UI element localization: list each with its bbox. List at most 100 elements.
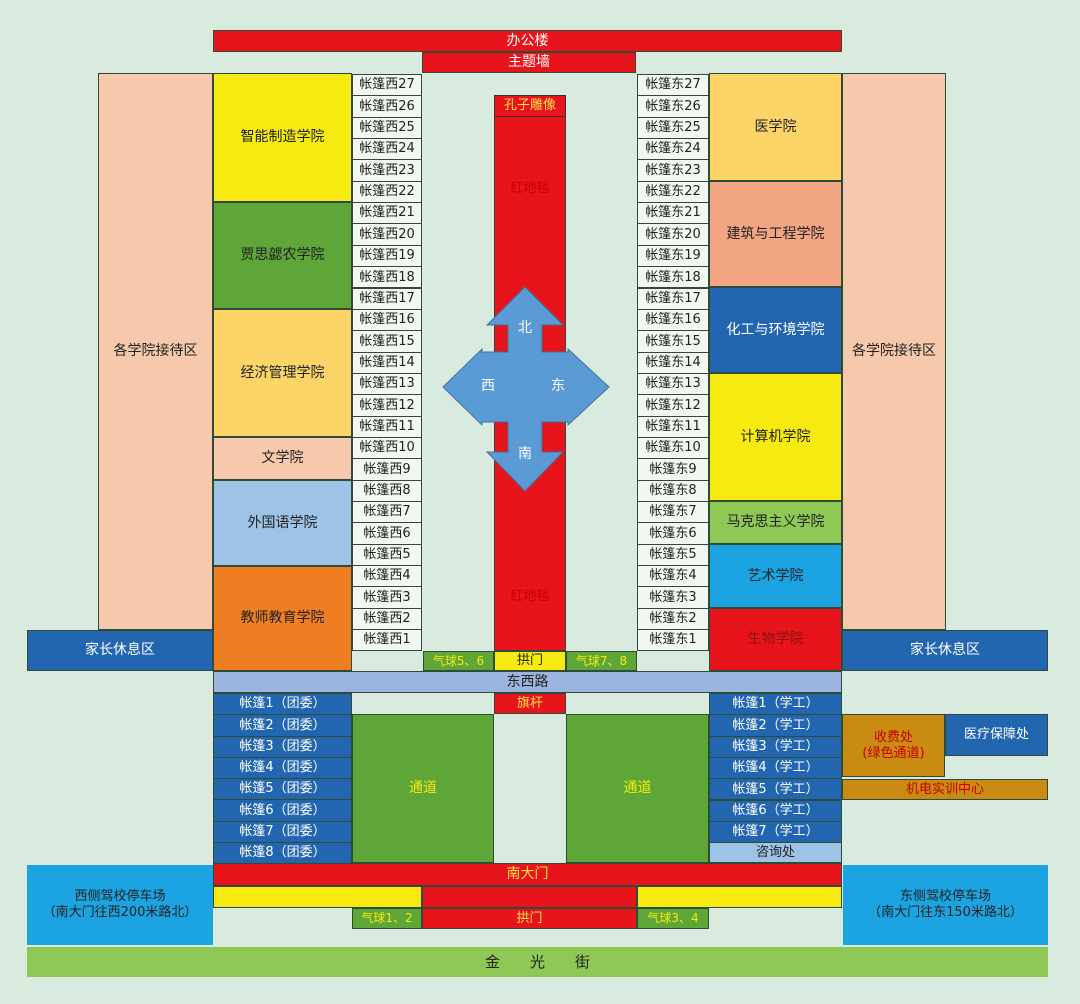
jinguang-street[interactable]: 金 光 街 <box>27 947 1048 977</box>
east-tent-13[interactable]: 帐篷东13 <box>637 372 709 396</box>
east-tent-16[interactable]: 帐篷东16 <box>637 308 709 332</box>
college-agriculture[interactable]: 贾思勰农学院 <box>213 202 352 309</box>
east-tent-7[interactable]: 帐篷东7 <box>637 501 709 524</box>
east-tent-23[interactable]: 帐篷东23 <box>637 159 709 182</box>
west-tent-13[interactable]: 帐篷西13 <box>352 372 422 396</box>
league-tent-6[interactable]: 帐篷6（团委） <box>213 799 352 822</box>
west-tent-10[interactable]: 帐篷西10 <box>352 436 422 460</box>
west-tent-8[interactable]: 帐篷西8 <box>352 479 422 502</box>
college-intelligent-manufacturing[interactable]: 智能制造学院 <box>213 73 352 202</box>
west-tent-19[interactable]: 帐篷西19 <box>352 244 422 268</box>
arch-lower[interactable]: 拱门 <box>422 908 637 929</box>
east-tent-17[interactable]: 帐篷东17 <box>637 287 709 310</box>
student-tent-2[interactable]: 帐篷2（学工） <box>709 714 842 737</box>
theme-wall[interactable]: 主题墙 <box>422 52 636 73</box>
east-tent-8[interactable]: 帐篷东8 <box>637 479 709 502</box>
student-tent-7[interactable]: 帐篷7（学工） <box>709 820 842 844</box>
confucius-statue[interactable]: 孔子雕像 <box>494 95 566 117</box>
east-tent-3[interactable]: 帐篷东3 <box>637 586 709 609</box>
west-tent-16[interactable]: 帐篷西16 <box>352 308 422 332</box>
west-tent-9[interactable]: 帐篷西9 <box>352 458 422 481</box>
college-foreign-languages[interactable]: 外国语学院 <box>213 480 352 566</box>
league-tent-7[interactable]: 帐篷7（团委） <box>213 820 352 843</box>
electromechanical-training-center[interactable]: 机电实训中心 <box>842 779 1048 800</box>
student-tent-6[interactable]: 帐篷6（学工） <box>709 799 842 822</box>
west-tent-23[interactable]: 帐篷西23 <box>352 159 422 182</box>
balloons-1-2[interactable]: 气球1、2 <box>352 908 422 929</box>
west-tent-12[interactable]: 帐篷西12 <box>352 394 422 417</box>
east-tent-27[interactable]: 帐篷东27 <box>637 74 709 97</box>
student-tent-5[interactable]: 帐篷5（学工） <box>709 778 842 801</box>
league-tent-5[interactable]: 帐篷5（团委） <box>213 778 352 801</box>
west-tent-2[interactable]: 帐篷西2 <box>352 607 422 631</box>
college-architecture-engineering[interactable]: 建筑与工程学院 <box>709 181 842 287</box>
west-tent-14[interactable]: 帐篷西14 <box>352 351 422 374</box>
league-tent-2[interactable]: 帐篷2（团委） <box>213 714 352 737</box>
east-tent-21[interactable]: 帐篷东21 <box>637 202 709 225</box>
east-tent-1[interactable]: 帐篷东1 <box>637 629 709 652</box>
college-medicine[interactable]: 医学院 <box>709 73 842 181</box>
west-tent-17[interactable]: 帐篷西17 <box>352 287 422 310</box>
east-tent-26[interactable]: 帐篷东26 <box>637 95 709 118</box>
west-tent-5[interactable]: 帐篷西5 <box>352 543 422 567</box>
college-biology[interactable]: 生物学院 <box>709 608 842 671</box>
east-tent-11[interactable]: 帐篷东11 <box>637 415 709 438</box>
east-tent-14[interactable]: 帐篷东14 <box>637 351 709 374</box>
south-gate[interactable]: 南大门 <box>213 863 842 886</box>
west-tent-1[interactable]: 帐篷西1 <box>352 629 422 652</box>
west-tent-27[interactable]: 帐篷西27 <box>352 74 422 97</box>
college-art[interactable]: 艺术学院 <box>709 544 842 608</box>
parent-rest-area-right[interactable]: 家长休息区 <box>842 630 1048 671</box>
west-tent-3[interactable]: 帐篷西3 <box>352 586 422 609</box>
west-tent-22[interactable]: 帐篷西22 <box>352 180 422 204</box>
east-tent-5[interactable]: 帐篷东5 <box>637 543 709 567</box>
reception-area-left[interactable]: 各学院接待区 <box>98 73 213 630</box>
west-tent-6[interactable]: 帐篷西6 <box>352 522 422 545</box>
medical-support[interactable]: 医疗保障处 <box>945 714 1048 756</box>
east-tent-25[interactable]: 帐篷东25 <box>637 116 709 140</box>
league-tent-8[interactable]: 帐篷8（团委） <box>213 841 352 864</box>
balloons-3-4[interactable]: 气球3、4 <box>637 908 709 929</box>
college-marxism[interactable]: 马克思主义学院 <box>709 501 842 544</box>
balloons-5-6[interactable]: 气球5、6 <box>423 651 494 671</box>
college-literature[interactable]: 文学院 <box>213 437 352 480</box>
east-tent-4[interactable]: 帐篷东4 <box>637 565 709 588</box>
west-tent-20[interactable]: 帐篷西20 <box>352 223 422 246</box>
office-building[interactable]: 办公楼 <box>213 30 842 52</box>
east-tent-12[interactable]: 帐篷东12 <box>637 394 709 417</box>
passage-left[interactable]: 通道 <box>352 714 494 863</box>
college-economics-management[interactable]: 经济管理学院 <box>213 309 352 437</box>
west-tent-4[interactable]: 帐篷西4 <box>352 565 422 588</box>
east-tent-2[interactable]: 帐篷东2 <box>637 607 709 631</box>
student-tent-1[interactable]: 帐篷1（学工） <box>709 693 842 716</box>
student-tent-3[interactable]: 帐篷3（学工） <box>709 735 842 758</box>
west-tent-26[interactable]: 帐篷西26 <box>352 95 422 118</box>
east-tent-18[interactable]: 帐篷东18 <box>637 266 709 289</box>
west-tent-25[interactable]: 帐篷西25 <box>352 116 422 140</box>
west-tent-7[interactable]: 帐篷西7 <box>352 501 422 524</box>
league-tent-3[interactable]: 帐篷3（团委） <box>213 735 352 758</box>
east-tent-22[interactable]: 帐篷东22 <box>637 180 709 204</box>
east-tent-15[interactable]: 帐篷东15 <box>637 330 709 353</box>
cashier-green-channel[interactable]: 收费处 (绿色通道) <box>842 714 945 777</box>
west-tent-15[interactable]: 帐篷西15 <box>352 330 422 353</box>
college-teacher-education[interactable]: 教师教育学院 <box>213 566 352 671</box>
west-tent-11[interactable]: 帐篷西11 <box>352 415 422 438</box>
consultation-desk[interactable]: 咨询处 <box>709 842 842 863</box>
college-chemical-environmental[interactable]: 化工与环境学院 <box>709 287 842 373</box>
reception-area-right[interactable]: 各学院接待区 <box>842 73 946 630</box>
east-tent-19[interactable]: 帐篷东19 <box>637 244 709 268</box>
west-tent-21[interactable]: 帐篷西21 <box>352 202 422 225</box>
league-tent-1[interactable]: 帐篷1（团委） <box>213 693 352 716</box>
league-tent-4[interactable]: 帐篷4（团委） <box>213 756 352 779</box>
east-west-road[interactable]: 东西路 <box>213 671 842 693</box>
west-parking-lot[interactable]: 西侧驾校停车场 （南大门往西200米路北） <box>27 865 213 945</box>
east-tent-10[interactable]: 帐篷东10 <box>637 436 709 460</box>
east-parking-lot[interactable]: 东侧驾校停车场 （南大门往东150米路北） <box>843 865 1048 945</box>
west-tent-24[interactable]: 帐篷西24 <box>352 138 422 161</box>
east-tent-24[interactable]: 帐篷东24 <box>637 138 709 161</box>
east-tent-20[interactable]: 帐篷东20 <box>637 223 709 246</box>
student-tent-4[interactable]: 帐篷4（学工） <box>709 756 842 780</box>
arch-upper[interactable]: 拱门 <box>494 651 566 671</box>
balloons-7-8[interactable]: 气球7、8 <box>566 651 637 671</box>
